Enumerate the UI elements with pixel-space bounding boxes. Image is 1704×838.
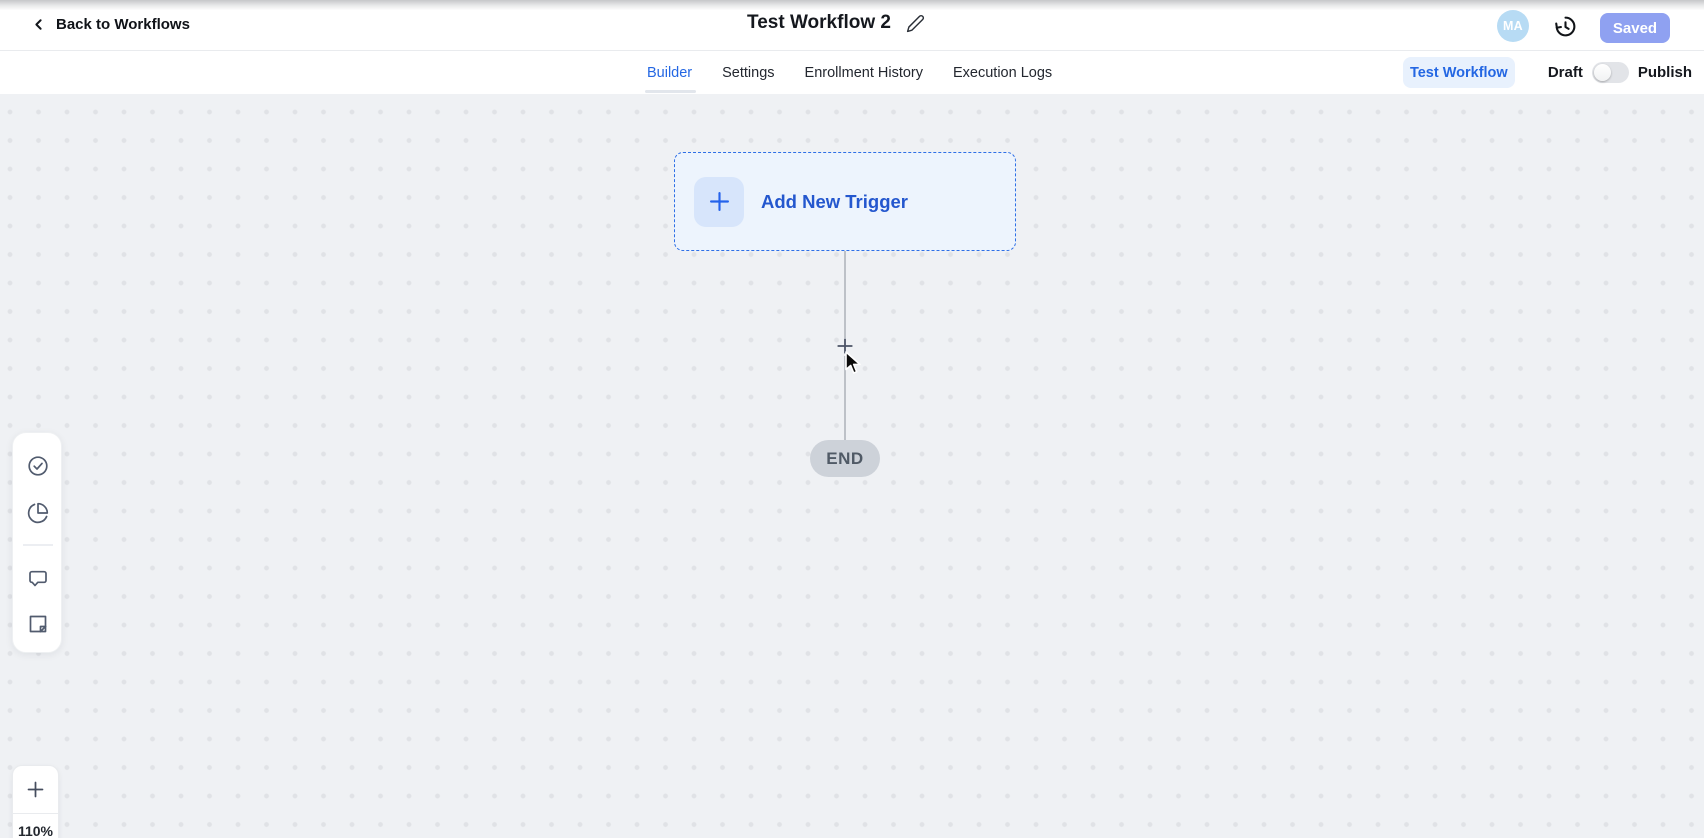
plus-icon bbox=[27, 781, 44, 798]
comment-bubble-icon[interactable] bbox=[26, 566, 50, 590]
tab-enrollment-history[interactable]: Enrollment History bbox=[804, 64, 923, 81]
publish-toggle[interactable] bbox=[1591, 62, 1629, 83]
sticky-note-icon[interactable] bbox=[26, 612, 50, 636]
workflow-title-group: Test Workflow 2 bbox=[747, 12, 925, 34]
zoom-level-label[interactable]: 110% bbox=[17, 823, 54, 838]
chevron-left-icon bbox=[30, 16, 47, 33]
canvas-side-toolbar bbox=[12, 432, 62, 653]
publish-label: Publish bbox=[1637, 64, 1692, 81]
version-history-icon[interactable] bbox=[1552, 13, 1578, 39]
tab-settings[interactable]: Settings bbox=[722, 64, 775, 81]
zoom-in-button[interactable] bbox=[13, 766, 58, 813]
canvas-zoom-panel: 110% bbox=[12, 765, 59, 838]
add-new-trigger-label: Add New Trigger bbox=[761, 190, 908, 212]
back-to-workflows-button[interactable]: Back to Workflows bbox=[30, 16, 190, 33]
add-action-plus-icon[interactable] bbox=[836, 337, 854, 355]
saved-button[interactable]: Saved bbox=[1600, 13, 1670, 43]
tabs-group: Builder Settings Enrollment History Exec… bbox=[644, 51, 1053, 94]
tab-execution-logs[interactable]: Execution Logs bbox=[953, 64, 1053, 81]
test-workflow-button[interactable]: Test Workflow bbox=[1402, 57, 1515, 88]
check-circle-icon[interactable] bbox=[26, 454, 50, 478]
tab-bar: Builder Settings Enrollment History Exec… bbox=[0, 51, 1704, 94]
add-trigger-plus-tile bbox=[694, 176, 744, 227]
user-avatar[interactable]: MA bbox=[1497, 10, 1529, 42]
pie-chart-icon[interactable] bbox=[26, 501, 50, 525]
header-bar: Back to Workflows Test Workflow 2 MA Sav… bbox=[0, 0, 1704, 51]
back-to-workflows-label: Back to Workflows bbox=[56, 16, 190, 33]
connector-line-top bbox=[844, 251, 846, 338]
draft-label: Draft bbox=[1547, 64, 1583, 81]
workflow-canvas[interactable]: Add New Trigger END bbox=[0, 94, 1704, 838]
workflow-title: Test Workflow 2 bbox=[747, 12, 891, 33]
plus-icon bbox=[709, 191, 729, 212]
workflow-actions-group: Test Workflow Draft Publish bbox=[1402, 51, 1692, 94]
publish-toggle-knob bbox=[1593, 64, 1611, 81]
add-new-trigger-card[interactable]: Add New Trigger bbox=[674, 152, 1016, 251]
tab-builder[interactable]: Builder bbox=[644, 51, 697, 94]
edit-title-pencil-icon[interactable] bbox=[906, 14, 925, 33]
zoom-panel-divider bbox=[13, 813, 58, 814]
connector-line-bottom bbox=[844, 356, 846, 440]
toolbar-divider bbox=[23, 544, 53, 546]
end-node: END bbox=[810, 440, 880, 477]
